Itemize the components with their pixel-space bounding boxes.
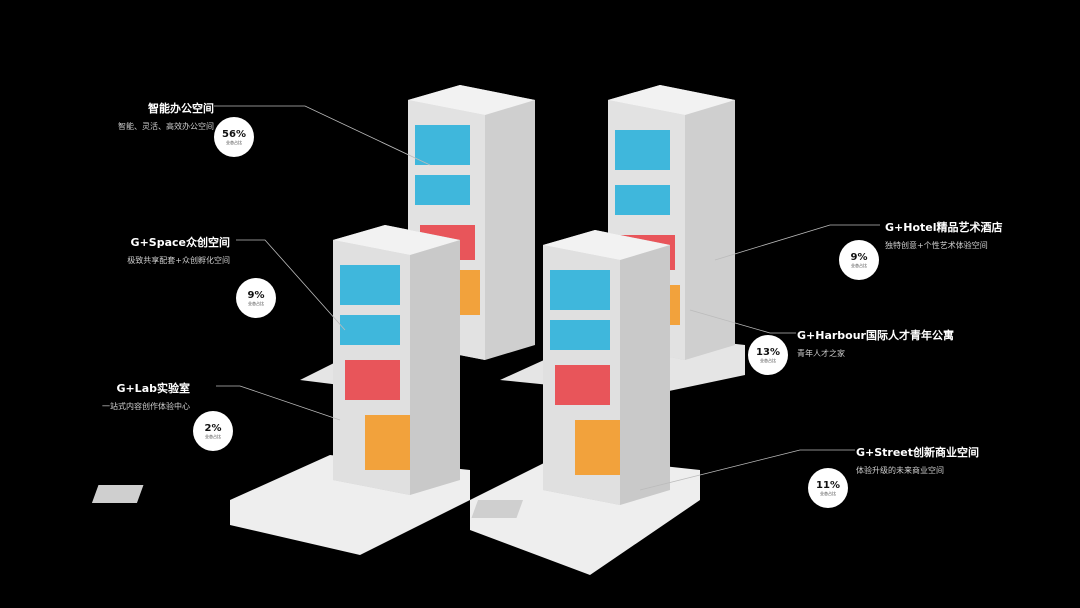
badge-glab: 2% 业态占比 [193,411,233,451]
gstreet-cap: 业态占比 [820,490,836,496]
ghotel-cap: 业态占比 [851,262,867,268]
ghotel-title: G+Hotel精品艺术酒店 [885,221,1003,234]
badge-gharbour: 13% 业态占比 [748,335,788,375]
ghotel-sub: 独特创意+个性艺术体验空间 [885,241,988,250]
smart-office-sub: 智能、灵活、高效办公空间 [118,122,214,131]
glab-sub: 一站式内容创作体验中心 [102,402,190,411]
gharbour-sub: 青年人才之家 [797,349,845,358]
gharbour-title: G+Harbour国际人才青年公寓 [797,329,954,342]
plaza-pool-left [91,485,144,503]
gstreet-title: G+Street创新商业空间 [856,446,980,459]
gspace-pct: 9% [247,289,265,301]
plaza-pool-right [471,500,524,518]
smart-office-title: 智能办公空间 [148,102,214,115]
label-ghotel: G+Hotel精品艺术酒店 独特创意+个性艺术体验空间 [885,219,1003,251]
glab-cap: 业态占比 [205,433,221,439]
gstreet-sub: 体验升级的未来商业空间 [856,466,944,475]
label-smart-office: 智能办公空间 智能、灵活、高效办公空间 [90,100,214,132]
gharbour-cap: 业态占比 [760,357,776,363]
leader-lines [214,105,880,491]
label-gharbour: G+Harbour国际人才青年公寓 青年人才之家 [797,327,954,359]
tower-front-left [333,225,460,495]
gspace-title: G+Space众创空间 [130,236,230,249]
gharbour-pct: 13% [756,346,780,358]
badge-smart-office: 56% 业态占比 [214,117,254,157]
glab-title: G+Lab实验室 [116,382,190,395]
gstreet-pct: 11% [816,479,840,491]
badge-ghotel: 9% 业态占比 [839,240,879,280]
label-glab: G+Lab实验室 一站式内容创作体验中心 [60,380,190,412]
gspace-sub: 极致共享配套+众创孵化空间 [127,256,230,265]
label-gstreet: G+Street创新商业空间 体验升级的未来商业空间 [856,444,979,476]
glab-pct: 2% [204,422,222,434]
smart-office-cap: 业态占比 [226,139,242,145]
label-gspace: G+Space众创空间 极致共享配套+众创孵化空间 [100,234,230,266]
badge-gstreet: 11% 业态占比 [808,468,848,508]
smart-office-pct: 56% [222,128,246,140]
gspace-cap: 业态占比 [248,300,264,306]
tower-front-right [543,230,670,505]
ghotel-pct: 9% [850,251,868,263]
badge-gspace: 9% 业态占比 [236,278,276,318]
